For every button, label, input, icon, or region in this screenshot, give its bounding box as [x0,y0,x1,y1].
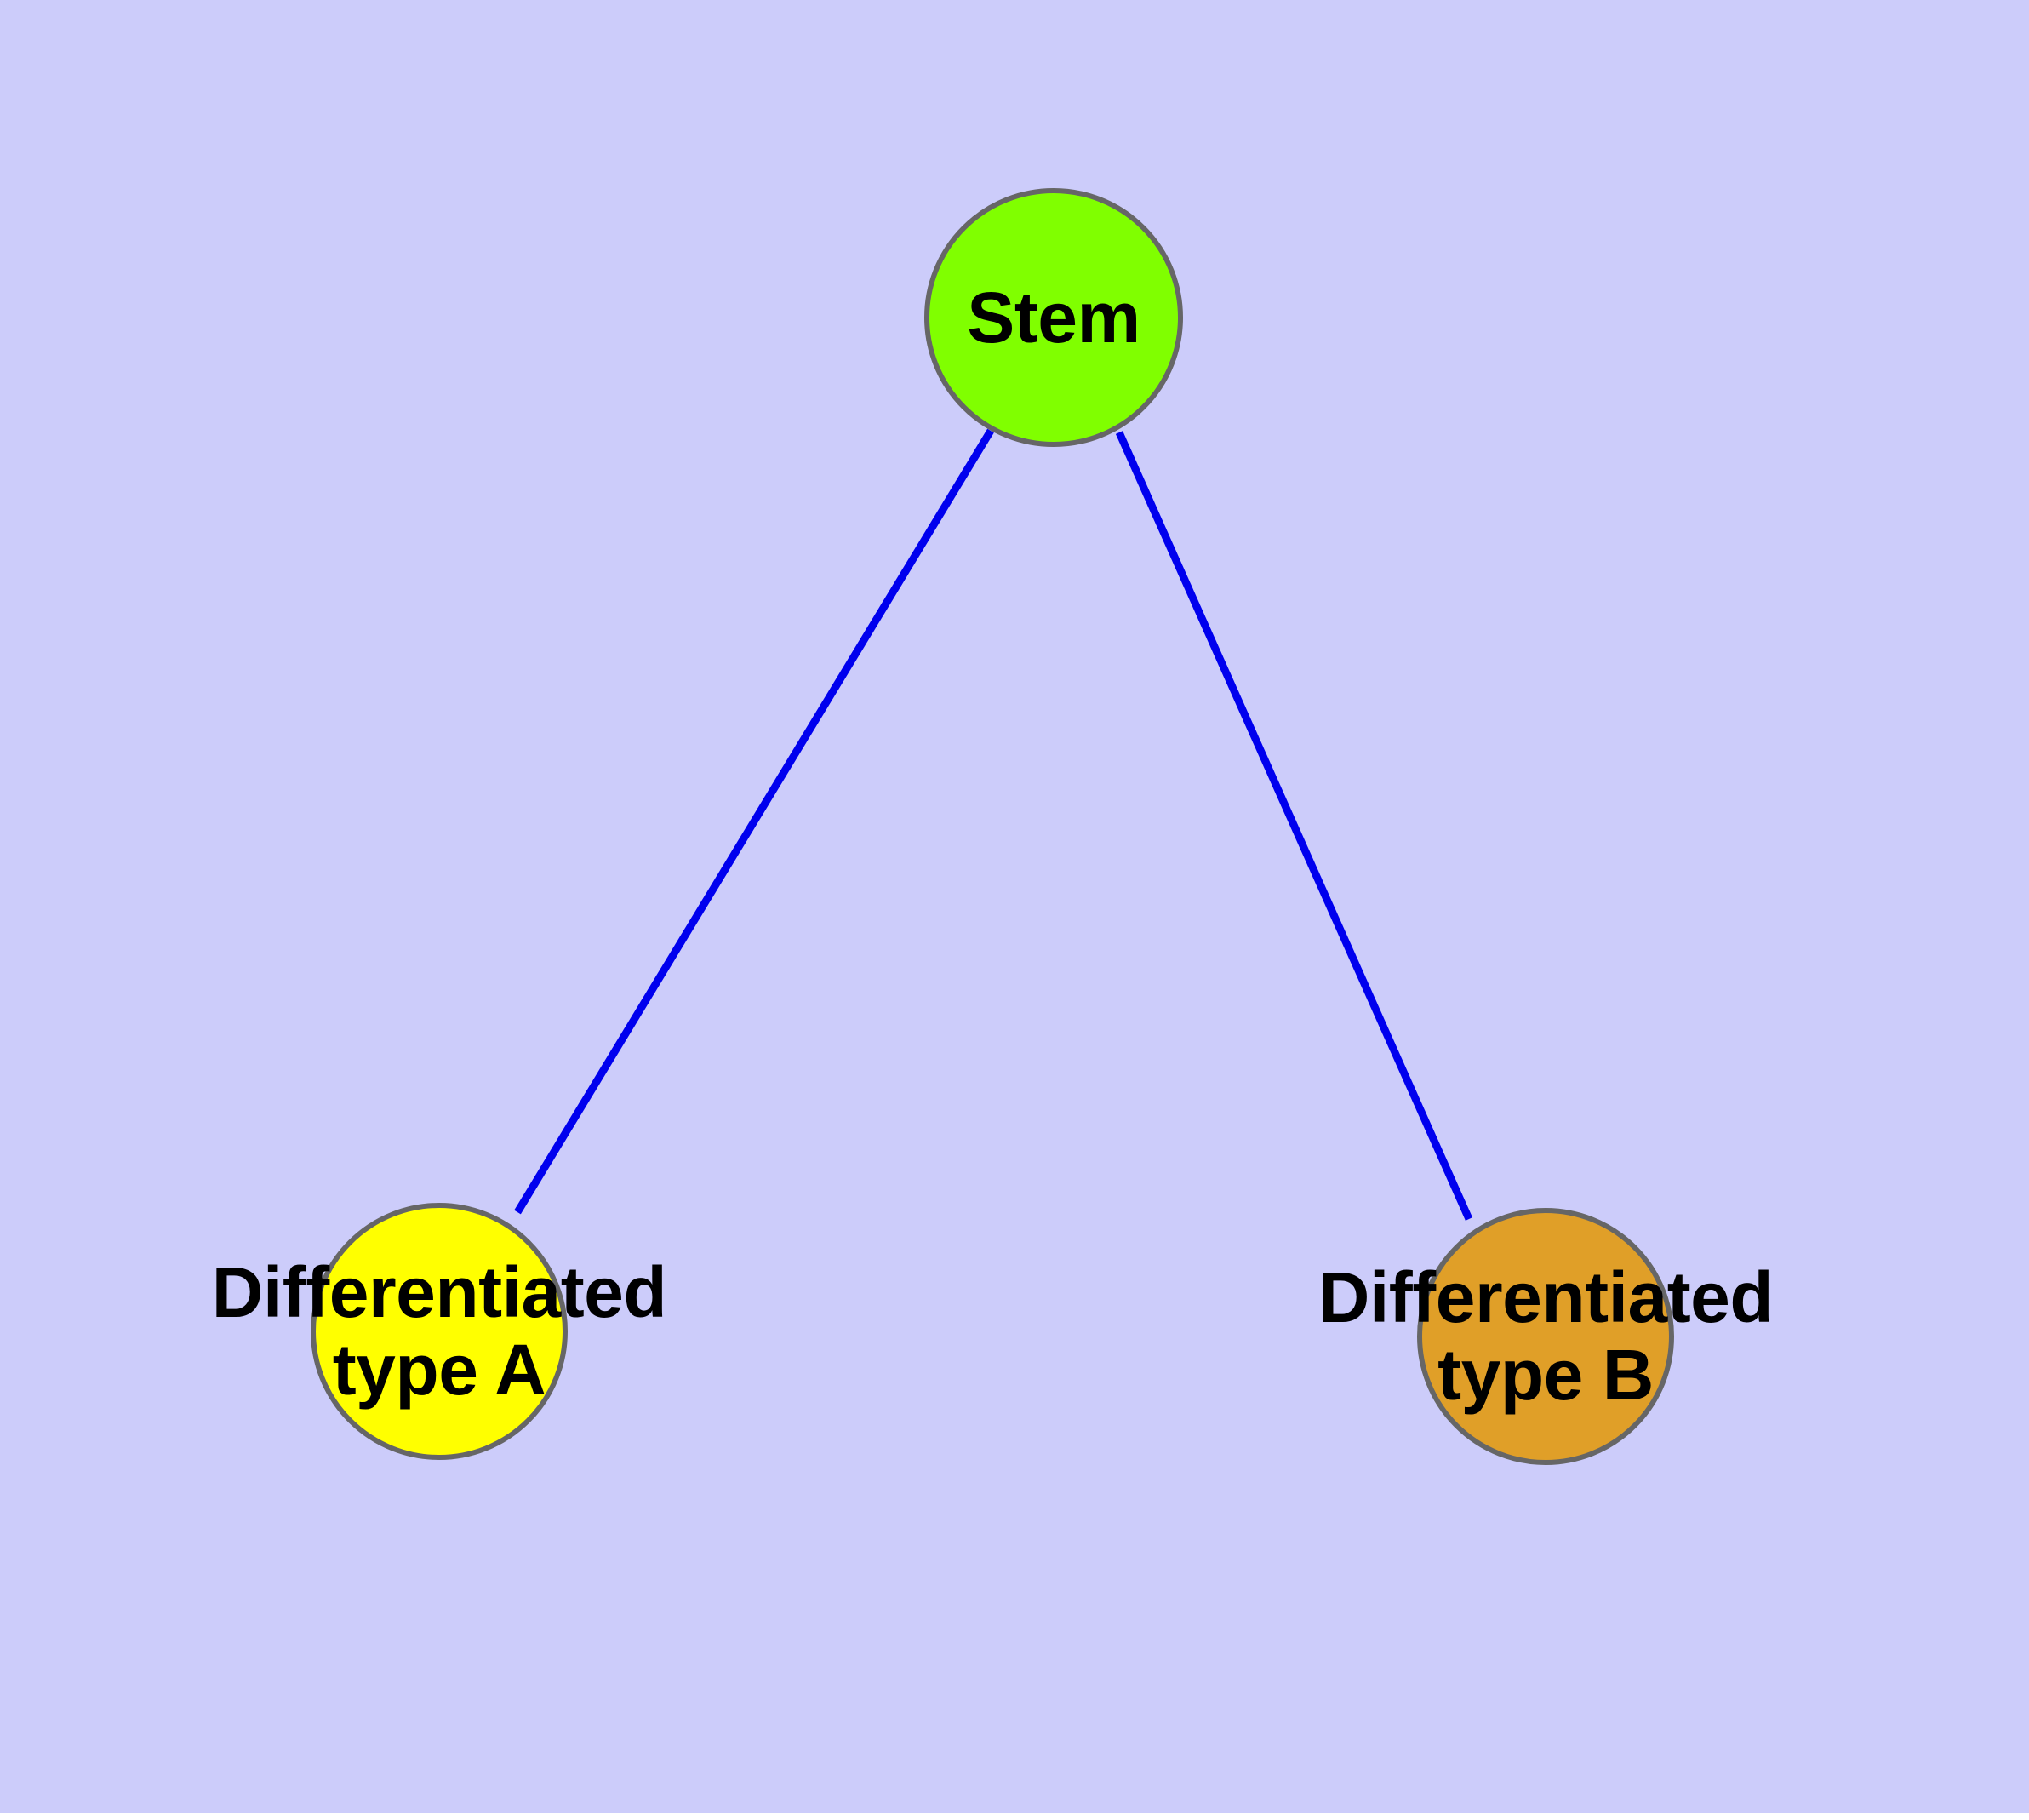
node-differentiated-type-a-circle[interactable] [311,1203,568,1460]
node-differentiated-type-b[interactable]: Differentiated type B [1318,1208,1774,1465]
node-differentiated-type-a-label: Differentiated type A [211,1252,667,1410]
node-stem-circle[interactable] [924,188,1183,447]
node-stem[interactable]: Stem [924,188,1183,447]
node-differentiated-type-b-label: Differentiated type B [1317,1257,1774,1415]
edge-stem-to-differentiated-type-b [1115,431,1473,1221]
edge-stem-to-differentiated-type-a [514,428,994,1215]
node-differentiated-type-b-circle[interactable] [1417,1208,1674,1465]
node-differentiated-type-a[interactable]: Differentiated type A [212,1203,667,1460]
node-stem-label: Stem [967,277,1140,358]
